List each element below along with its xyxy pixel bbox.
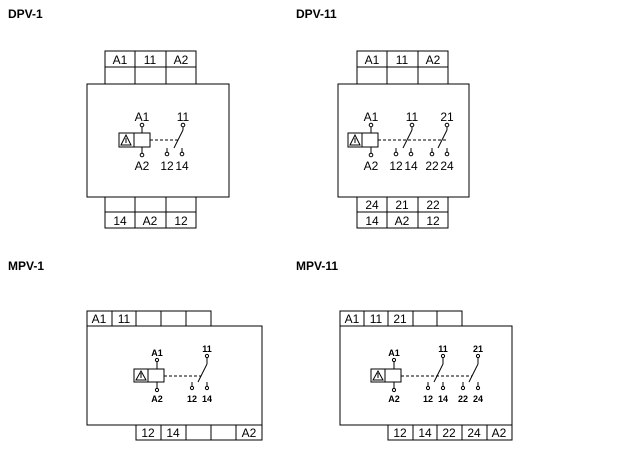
terminal-label: 14	[166, 426, 180, 440]
terminal-label: 24	[467, 426, 481, 440]
top-terminal-strip: A1 11 21	[339, 310, 463, 327]
coil-bottom-label: A2	[364, 159, 379, 173]
contact-common-label: 11	[202, 344, 212, 354]
terminal-label: 12	[426, 214, 440, 228]
coil-top-label: A1	[135, 110, 150, 124]
bottom-terminal-strip: 24 21 22 14 A2 12	[356, 196, 449, 229]
changeover-contact: 11 12 14	[187, 344, 212, 404]
warning-triangle-icon	[135, 369, 147, 381]
terminal-label: 22	[426, 198, 440, 212]
contact-no-label: 14	[404, 159, 418, 173]
contact-nc-label: 22	[425, 159, 439, 173]
coil-top-label: A1	[388, 348, 400, 358]
diagram-title: MPV-1	[8, 259, 44, 273]
terminal-label: 11	[370, 312, 383, 326]
coil-bottom-label: A2	[388, 394, 400, 404]
changeover-contact: 11 12 14	[160, 110, 189, 173]
diagram-title: MPV-11	[296, 259, 338, 273]
contact-nc-label: 22	[458, 394, 468, 404]
relay-schematic: A1 A2 11 12 14	[133, 344, 212, 404]
coil-top-label: A1	[151, 348, 163, 358]
terminal-label: A2	[395, 214, 410, 228]
coil-bottom-label: A2	[135, 159, 150, 173]
changeover-contact: 21 22 24	[425, 110, 454, 173]
terminal-label: 21	[393, 312, 407, 326]
terminal-label: 12	[393, 426, 407, 440]
terminal-label: 14	[365, 214, 379, 228]
diagram-dpv-11: DPV-11 A1 11 A2 24 21 22 14 A2 12 A1	[296, 7, 470, 229]
contact-no-label: 14	[175, 159, 189, 173]
terminal-label: 14	[418, 426, 432, 440]
coil-bottom-label: A2	[151, 394, 163, 404]
contact-common-label: 11	[177, 110, 190, 124]
terminal-label: A1	[92, 312, 107, 326]
relay-schematic: A1 A2 11 12 14	[347, 110, 454, 173]
diagram-mpv-1: MPV-1 A1 11 12 14 A2 A1	[8, 259, 263, 441]
top-terminal-strip: A1 11	[86, 310, 212, 327]
terminal-label: 11	[396, 53, 409, 67]
terminal-label: 24	[365, 198, 379, 212]
terminal-label: A2	[242, 426, 257, 440]
contact-no-label: 14	[438, 394, 448, 404]
bottom-terminal-strip: 12 14 22 24 A2	[387, 424, 513, 441]
terminal-label: A1	[113, 53, 128, 67]
relay-schematic: A1 A2 11 12	[118, 110, 190, 173]
diagram-dpv-1: DPV-1 A1 11 A2 14 A2 12 A1	[8, 7, 230, 229]
terminal-label: A2	[143, 214, 158, 228]
contact-common-label: 11	[438, 344, 448, 354]
warning-triangle-icon	[349, 133, 361, 146]
bottom-terminal-strip: 14 A2 12	[104, 196, 197, 229]
terminal-label: A2	[174, 53, 189, 67]
diagram-mpv-11: MPV-11 A1 11 21 12 14 22 24 A2 A1	[296, 259, 513, 441]
top-terminal-strip: A1 11 A2	[356, 50, 449, 85]
changeover-contact: 21 22 24	[458, 344, 483, 404]
warning-triangle-icon	[372, 369, 384, 381]
relay-schematic: A1 A2 11 12 14	[370, 344, 483, 404]
terminal-label: A2	[492, 426, 507, 440]
contact-nc-label: 12	[423, 394, 433, 404]
contact-common-label: 21	[440, 110, 454, 124]
terminal-label: 12	[174, 214, 188, 228]
contact-no-label: 24	[440, 159, 454, 173]
changeover-contact: 11 12 14	[389, 110, 418, 173]
diagram-title: DPV-1	[8, 7, 43, 21]
contact-common-label: 21	[473, 344, 483, 354]
contact-no-label: 14	[202, 394, 212, 404]
contact-nc-label: 12	[160, 159, 174, 173]
terminal-label: A2	[426, 53, 441, 67]
coil-top-label: A1	[364, 110, 379, 124]
terminal-label: 11	[118, 312, 131, 326]
contact-nc-label: 12	[389, 159, 403, 173]
contact-nc-label: 12	[187, 394, 197, 404]
changeover-contact: 11 12 14	[423, 344, 448, 404]
bottom-terminal-strip: 12 14 A2	[135, 424, 263, 441]
terminal-label: 21	[395, 198, 409, 212]
terminal-label: A1	[365, 53, 380, 67]
terminal-label: A1	[345, 312, 360, 326]
warning-triangle-icon	[120, 133, 132, 146]
contact-no-label: 24	[473, 394, 483, 404]
terminal-label: 12	[141, 426, 155, 440]
terminal-label: 11	[144, 53, 157, 67]
contact-common-label: 11	[406, 110, 419, 124]
terminal-label: 22	[442, 426, 456, 440]
terminal-label: 14	[113, 214, 127, 228]
diagram-title: DPV-11	[296, 7, 337, 21]
top-terminal-strip: A1 11 A2	[104, 50, 197, 85]
